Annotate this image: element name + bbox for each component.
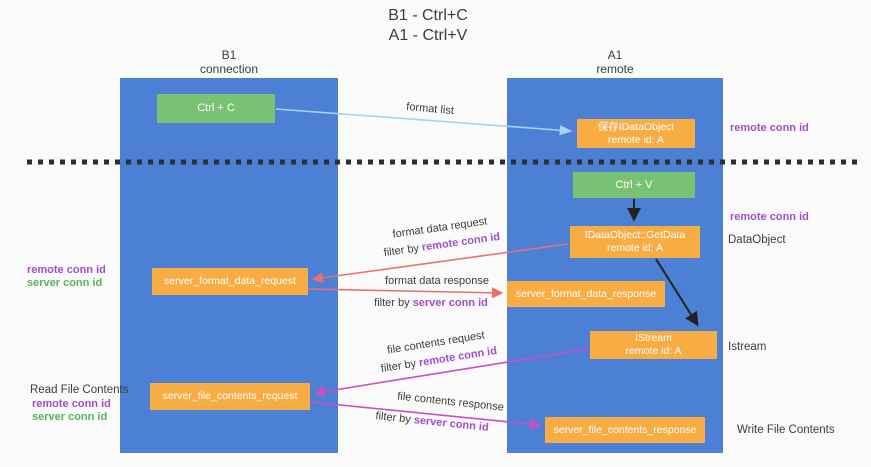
server-format-data-request-node: server_format_data_request	[152, 268, 308, 295]
column-header-b1: B1 connection	[120, 48, 338, 76]
file-contents-response-flow-label: file contents response	[396, 390, 505, 414]
save-idataobject-node: 保存IDataObject remote id: A	[577, 119, 695, 148]
b1-role: connection	[199, 62, 259, 76]
istream-line1: IStream	[635, 332, 672, 344]
server-file-contents-response-label: server_file_contents_response	[553, 423, 697, 436]
remote-conn-id-label-mid: remote conn id	[730, 211, 809, 223]
ctrl-c-label: Ctrl + C	[197, 102, 235, 114]
getdata-node: IDataObject::GetData remote id: A	[570, 226, 700, 258]
column-header-a1: A1 remote	[507, 48, 723, 76]
istream-node: IStream remote id: A	[590, 331, 717, 359]
left-bottom-server-conn-id-label: server conn id	[32, 411, 108, 423]
filter-prefix: filter by	[382, 241, 423, 260]
server-format-data-request-label: server_format_data_request	[164, 275, 296, 287]
page-title: B1 - Ctrl+C A1 - Ctrl+V	[278, 6, 578, 46]
filter-id: server conn id	[413, 414, 490, 434]
server-format-data-response-node: server_format_data_response	[507, 281, 665, 307]
file-contents-response-filter-label: filter by server conn id	[372, 410, 493, 435]
format-data-response-flow-label: format data response	[385, 275, 489, 287]
save-idataobject-line2: remote id: A	[607, 133, 665, 146]
ctrl-v-label: Ctrl + V	[615, 178, 653, 191]
server-file-contents-response-node: server_file_contents_response	[545, 417, 705, 443]
b1-name: B1	[221, 48, 237, 62]
filter-prefix: filter by	[374, 410, 415, 427]
server-format-data-response-label: server_format_data_response	[515, 287, 657, 300]
a1-name: A1	[607, 48, 623, 62]
istream-side-label: Istream	[728, 341, 767, 353]
dataobject-label: DataObject	[728, 234, 786, 246]
server-file-contents-request-node: server_file_contents_request	[150, 383, 310, 410]
left-bottom-remote-conn-id-label: remote conn id	[32, 398, 111, 410]
title-line-2: A1 - Ctrl+V	[388, 27, 468, 44]
filter-id: server conn id	[412, 297, 488, 309]
write-file-contents-label: Write File Contents	[737, 424, 835, 436]
istream-line2: remote id: A	[625, 345, 682, 357]
a1-role: remote	[596, 62, 634, 76]
left-server-conn-id-label: server conn id	[27, 277, 103, 289]
left-remote-conn-id-label: remote conn id	[27, 264, 106, 276]
format-list-flow-label: format list	[405, 100, 455, 118]
title-line-1: B1 - Ctrl+C	[388, 7, 468, 24]
format-data-response-filter-label: filter by server conn id	[371, 297, 491, 310]
filter-prefix: filter by	[374, 297, 413, 309]
server-file-contents-request-label: server_file_contents_request	[162, 390, 298, 402]
read-file-contents-label: Read File Contents	[30, 384, 129, 396]
ctrl-c-node: Ctrl + C	[157, 94, 275, 123]
save-idataobject-line1: 保存IDataObject	[597, 120, 675, 133]
filter-prefix: filter by	[380, 357, 420, 376]
remote-conn-id-label-top: remote conn id	[730, 122, 809, 134]
getdata-line1: IDataObject::GetData	[584, 229, 686, 241]
ctrl-v-node: Ctrl + V	[573, 172, 695, 198]
getdata-line2: remote id: A	[606, 242, 664, 254]
